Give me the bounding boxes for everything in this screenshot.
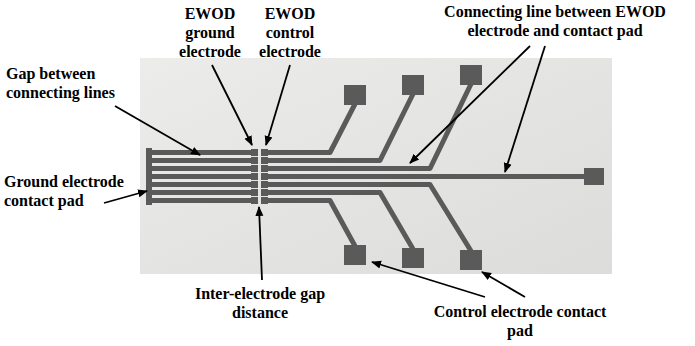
connecting-lines bbox=[268, 84, 586, 251]
callout-label: Control electrode contact pad bbox=[430, 302, 610, 340]
substrate bbox=[140, 58, 612, 274]
callout-label: Connecting line between EWOD electrode a… bbox=[419, 2, 691, 40]
callout-label: Ground electrode contact pad bbox=[4, 172, 144, 210]
callout-label: EWOD ground electrode bbox=[165, 4, 255, 61]
leader-arrows bbox=[104, 46, 545, 297]
callout-label: Inter-electrode gap distance bbox=[190, 284, 330, 322]
callout-label: Gap between connecting lines bbox=[6, 64, 146, 102]
electrode-pattern bbox=[146, 65, 604, 270]
callout-label: EWOD control electrode bbox=[245, 4, 335, 61]
